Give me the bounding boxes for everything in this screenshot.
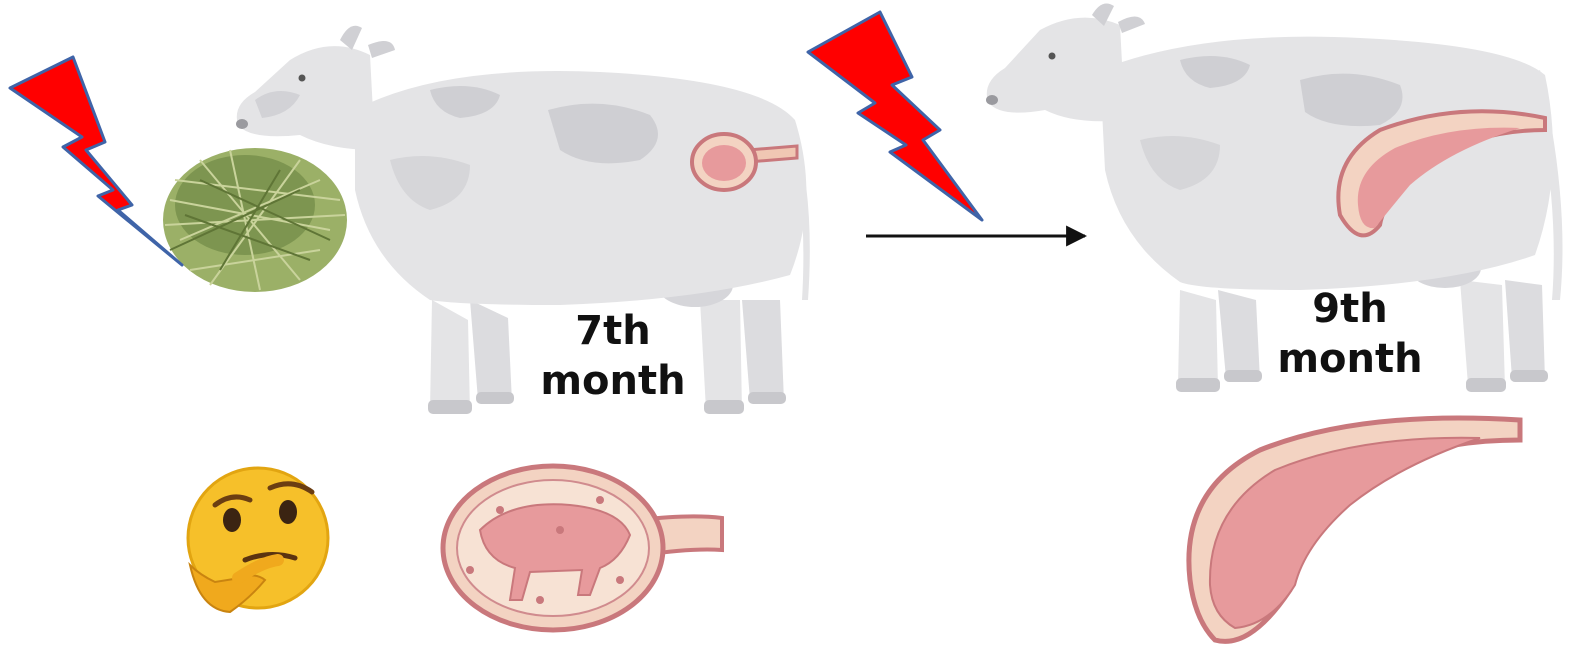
lightning-bolt-icon-right bbox=[808, 12, 982, 220]
uterus-fetus-7th-month-icon bbox=[443, 466, 722, 630]
stage-label-9th-month: 9th month bbox=[1265, 284, 1435, 384]
lightning-bolt-icon-left bbox=[10, 57, 182, 265]
uterus-fetus-9th-month-icon bbox=[1189, 418, 1520, 641]
hay-bale-icon bbox=[163, 148, 347, 292]
thinking-face-emoji-icon bbox=[188, 468, 328, 612]
stage-label-7th-month-line2: month bbox=[528, 356, 698, 406]
stage-label-7th-month: 7th month bbox=[528, 306, 698, 406]
stage-label-9th-month-line2: month bbox=[1265, 334, 1435, 384]
stage-label-9th-month-line1: 9th bbox=[1265, 284, 1435, 334]
stage-label-7th-month-line1: 7th bbox=[528, 306, 698, 356]
